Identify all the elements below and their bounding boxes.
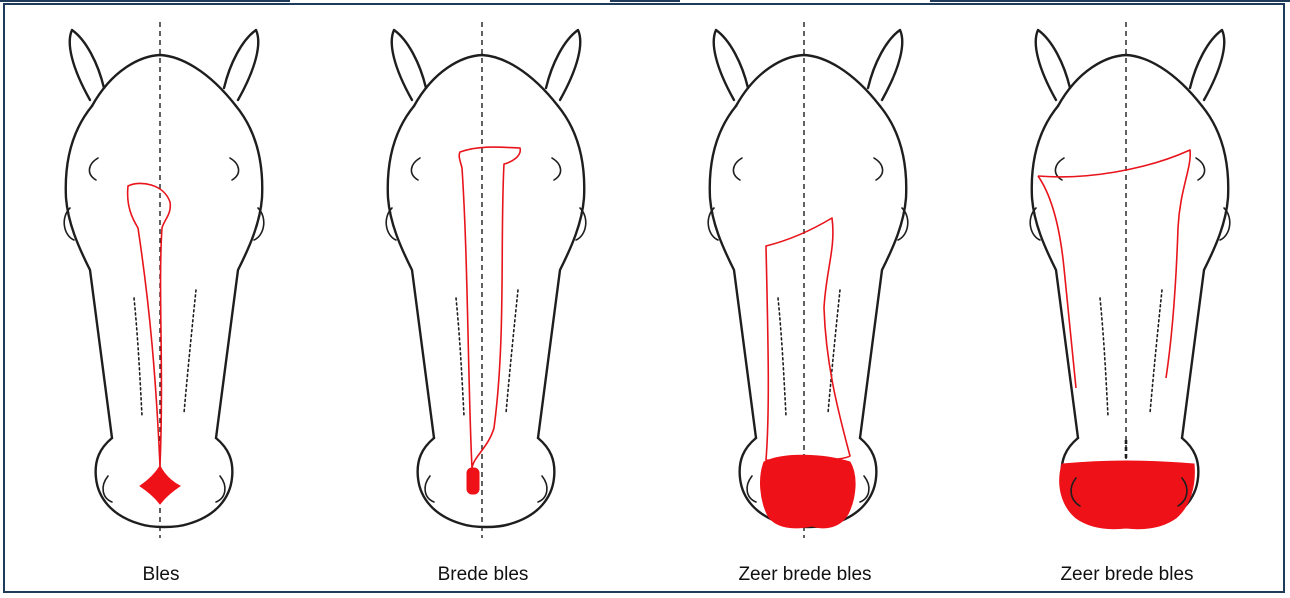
nostril-groove-left <box>456 298 464 416</box>
caption-bles: Bles <box>0 563 322 587</box>
blaze-outline <box>766 218 850 460</box>
horse-panel-brede-bles: Brede bles <box>322 8 644 588</box>
white-muzzle-marking <box>761 455 856 528</box>
horse-head-outline <box>64 30 264 527</box>
nostril-groove-right <box>184 290 196 413</box>
top-rule-segment <box>610 0 680 2</box>
horse-head-zeer-brede-bles-illustration <box>966 8 1288 558</box>
top-rule-segment <box>0 0 290 2</box>
horse-panel-zeer-brede-bles-2: Zeer brede bles <box>966 8 1288 588</box>
horse-panel-bles: Bles <box>0 8 322 588</box>
blaze-outline <box>459 147 520 468</box>
horse-head-brede-bles-illustration <box>322 8 644 558</box>
horse-panel-zeer-brede-bles-1: Zeer brede bles <box>644 8 966 588</box>
horse-head-outline <box>1030 30 1230 527</box>
nostril-groove-right <box>828 290 840 413</box>
nostril-groove-left <box>134 298 142 416</box>
caption-brede-bles: Brede bles <box>322 563 644 587</box>
nostril-groove-right <box>506 290 518 413</box>
horse-head-zeer-brede-bles-illustration <box>644 8 966 558</box>
blaze-outline <box>128 183 171 466</box>
nostril-groove-right <box>1150 290 1162 413</box>
horse-head-outline <box>708 30 908 527</box>
nostril-groove-left <box>1100 298 1108 416</box>
caption-zeer-brede-bles-1: Zeer brede bles <box>644 563 966 587</box>
horse-head-bles-illustration <box>0 8 322 558</box>
snip-marking <box>140 466 180 504</box>
snip-marking <box>467 468 479 494</box>
top-rule-segment <box>930 0 1290 2</box>
horse-head-outline <box>386 30 586 527</box>
caption-zeer-brede-bles-2: Zeer brede bles <box>966 563 1288 587</box>
white-muzzle-marking <box>1060 461 1195 529</box>
nostril-groove-left <box>778 298 786 416</box>
blaze-outline-right <box>1038 150 1190 378</box>
